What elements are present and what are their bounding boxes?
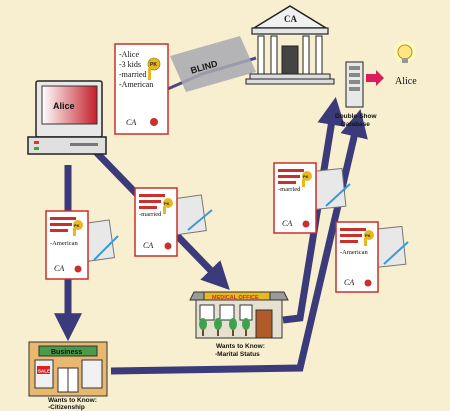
- key-icon: PK: [364, 230, 374, 246]
- blind-band: BLIND: [170, 36, 256, 92]
- right-lower-certificate: -American PK CA: [335, 221, 409, 293]
- key-icon: PK: [73, 220, 83, 236]
- right-upper-certificate-line: -married: [278, 186, 301, 193]
- top-certificate-line-4: -American: [119, 80, 153, 89]
- database-label-1: Double-Show: [335, 113, 377, 120]
- database-label-2: Database: [341, 121, 370, 128]
- left-certificate-signature: CA: [54, 264, 64, 273]
- medical-office-sign: MEDICAL OFFICE: [212, 295, 259, 301]
- seal-icon: [150, 118, 158, 126]
- key-label: PK: [365, 233, 371, 238]
- bank-building: CA: [245, 5, 335, 85]
- seal-icon: [74, 265, 82, 273]
- right-upper-certificate: -married PK CA: [273, 162, 351, 234]
- pen-icon: [383, 241, 409, 265]
- top-certificate-line-2: -3 kids: [119, 60, 141, 69]
- top-certificate-line-3: -married: [119, 70, 147, 79]
- tree-icon: [199, 318, 250, 336]
- right-lower-certificate-signature: CA: [344, 278, 354, 287]
- seal-icon: [364, 279, 372, 287]
- top-certificate-line-1: -Alice: [119, 50, 139, 59]
- key-icon: PK: [147, 57, 161, 80]
- lightbulb-label: Alice: [395, 76, 417, 87]
- mid-certificate: -married PK CA: [134, 187, 213, 257]
- right-lower-certificate-line: -American: [340, 249, 369, 256]
- seal-icon: [302, 220, 310, 228]
- key-label: PK: [164, 201, 170, 206]
- database-server: Double-Show Database: [335, 61, 377, 128]
- key-label: PK: [150, 62, 157, 68]
- business-caption-1: Wants to Know:: [48, 397, 97, 404]
- key-icon: PK: [163, 198, 173, 214]
- bank-label: CA: [284, 14, 297, 24]
- seal-icon: [164, 242, 172, 250]
- business-sale: SALE: [38, 369, 50, 374]
- left-certificate: -American PK CA: [45, 210, 119, 280]
- business-sign: Business: [51, 349, 82, 356]
- pen-icon: [187, 209, 213, 231]
- key-label: PK: [303, 174, 309, 179]
- medical-caption-2: -Marital Status: [215, 351, 260, 358]
- left-certificate-line: -American: [50, 240, 79, 247]
- top-certificate: -Alice -3 kids -married -American PK CA: [114, 43, 169, 135]
- pen-icon: [93, 235, 119, 261]
- right-upper-certificate-signature: CA: [282, 219, 292, 228]
- pen-icon: [325, 183, 351, 207]
- key-label: PK: [74, 223, 80, 228]
- arrow-database-to-alice: [366, 70, 384, 86]
- medical-office: MEDICAL OFFICE Wants to Know: -Marital S…: [189, 291, 289, 358]
- mid-certificate-signature: CA: [143, 241, 153, 250]
- mid-certificate-line: -married: [139, 211, 162, 218]
- top-certificate-signature: CA: [126, 118, 136, 127]
- business-building: Business SALE Wants to Know: -Citizenshi…: [28, 341, 108, 411]
- computer: Alice: [27, 80, 107, 155]
- business-caption-2: -Citizenship: [48, 404, 85, 411]
- lightbulb-icon: Alice: [394, 41, 417, 87]
- computer-label: Alice: [53, 101, 75, 111]
- medical-caption-1: Wants to Know:: [216, 343, 265, 350]
- key-icon: PK: [302, 171, 312, 187]
